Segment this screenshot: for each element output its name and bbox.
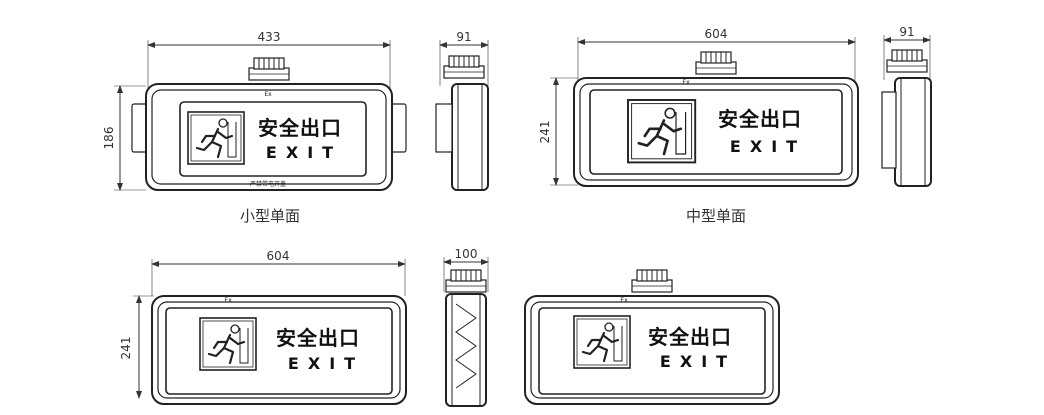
sign-text-cn: 安全出口 [258,116,342,140]
double-width-dim: 604 [267,249,290,263]
sign-text-cn: 安全出口 [718,107,802,131]
double-side-dim: 100 [455,247,478,261]
small-height-dim: 186 [102,127,116,150]
sign-text-en: EXIT [266,143,342,162]
sign-text-en: EXIT [288,354,364,373]
small-side-view: 91 [435,30,489,191]
double-back-view: Ex 安全出口 EXIT [524,269,780,405]
cable-gland-icon [443,55,485,79]
sign-text-en: EXIT [660,352,736,371]
medium-side-dim: 91 [899,25,914,39]
sign-text-en: EXIT [730,137,806,156]
double-front-view: 604 241 Ex 安全出口 EXIT [119,249,407,405]
small-side-dim: 91 [456,30,471,44]
ex-mark: Ex [682,79,690,86]
cable-gland-icon [631,269,673,293]
ex-mark: Ex [224,297,232,304]
double-side-view: 100 [443,247,489,407]
caption-small: 小型单面 [240,207,300,225]
cable-gland-icon [886,49,928,73]
medium-width-dim: 604 [705,27,728,41]
ex-mark: Ex [620,297,628,304]
cable-gland-icon [445,269,487,293]
double-height-dim: 241 [119,337,133,360]
warning-plate: 严禁带电开盖 [250,180,286,188]
ex-mark: Ex [264,91,272,98]
small-front-view: 433 186 Ex 严禁带电开盖 安全出口 EXIT 小型单面 [102,30,407,225]
medium-side-view: 91 [881,25,932,187]
cable-gland-icon [695,51,737,75]
medium-height-dim: 241 [538,121,552,144]
small-width-dim: 433 [258,30,281,44]
sign-text-cn: 安全出口 [648,325,732,349]
medium-front-view: 604 241 Ex 安全出口 EXIT 中型单面 [538,27,859,225]
sign-text-cn: 安全出口 [276,326,360,350]
caption-medium: 中型单面 [686,207,746,225]
cable-gland-icon [248,57,290,81]
